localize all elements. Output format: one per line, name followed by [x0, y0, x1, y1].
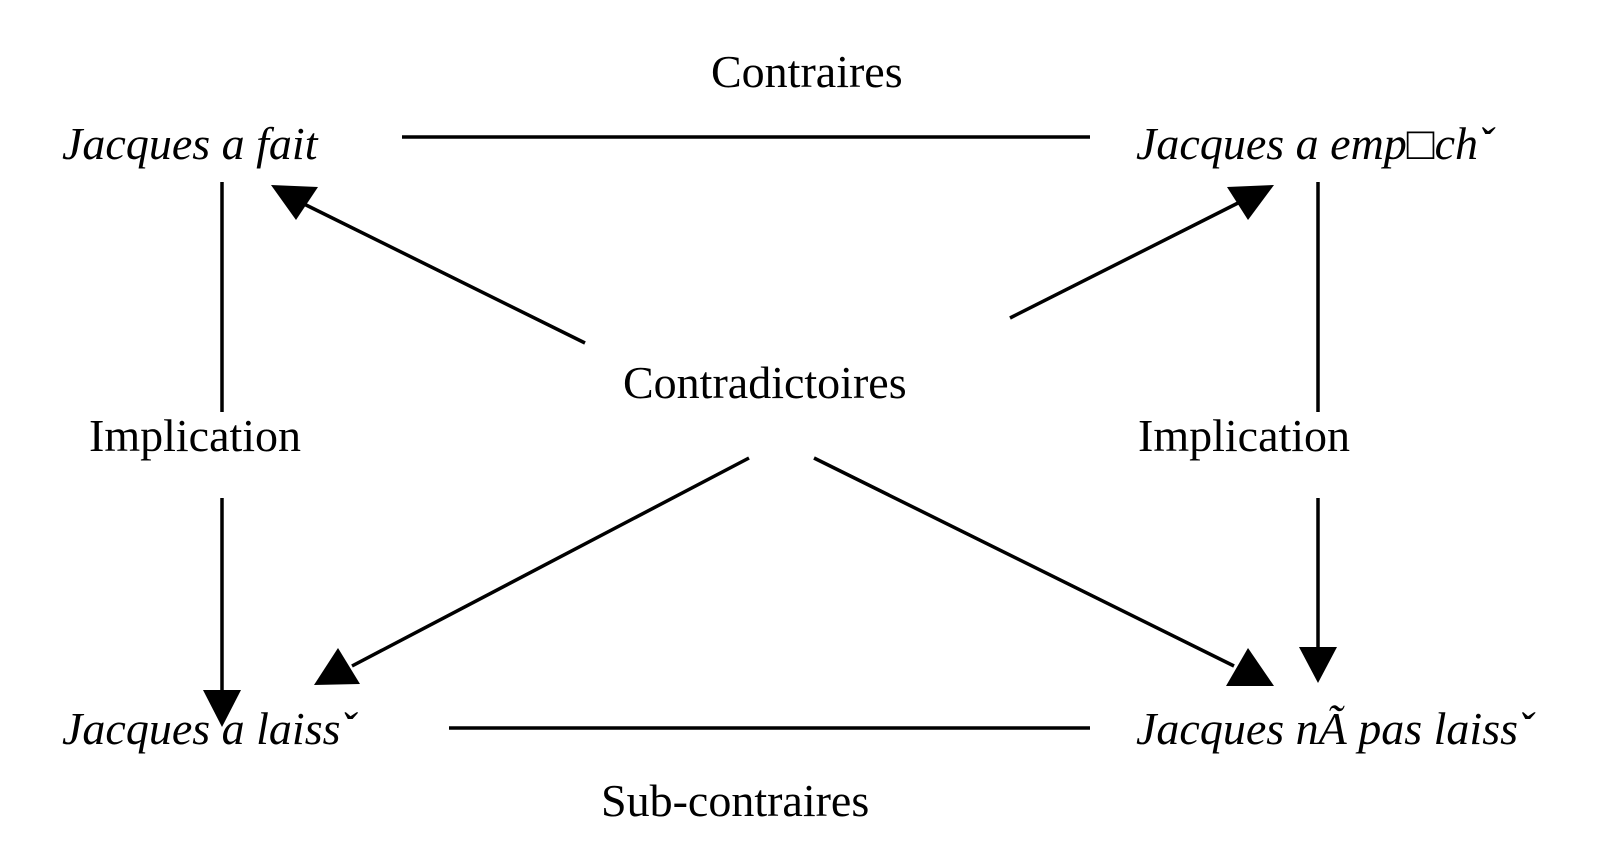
- label-sub-contraires: Sub-contraires: [601, 775, 870, 826]
- label-implication-left: Implication: [89, 410, 302, 461]
- contradiction-line-bottom-left: [351, 456, 750, 668]
- contradiction-arrowhead-top-right: [1227, 185, 1274, 220]
- label-contraires: Contraires: [711, 46, 903, 97]
- contradiction-arrowhead-top-left: [271, 185, 318, 220]
- label-contradictoires: Contradictoires: [623, 357, 907, 408]
- proposition-top-left: Jacques a fait: [62, 118, 318, 169]
- contradiction-line-top-right: [1009, 200, 1241, 320]
- right-implication-arrowhead: [1299, 647, 1337, 683]
- left-implication-arrowhead: [203, 690, 241, 727]
- contradiction-arrowhead-bottom-left: [314, 648, 360, 685]
- label-implication-right: Implication: [1138, 410, 1351, 461]
- contradiction-line-top-left: [303, 202, 586, 345]
- contradiction-line-bottom-right: [813, 456, 1235, 668]
- proposition-top-right: Jacques a emp□chˇ: [1136, 118, 1494, 169]
- proposition-bottom-right: Jacques nÃ pas laissˇ: [1136, 703, 1534, 754]
- contradiction-arrowhead-bottom-right: [1226, 648, 1274, 686]
- proposition-bottom-left: Jacques a laissˇ: [62, 703, 356, 754]
